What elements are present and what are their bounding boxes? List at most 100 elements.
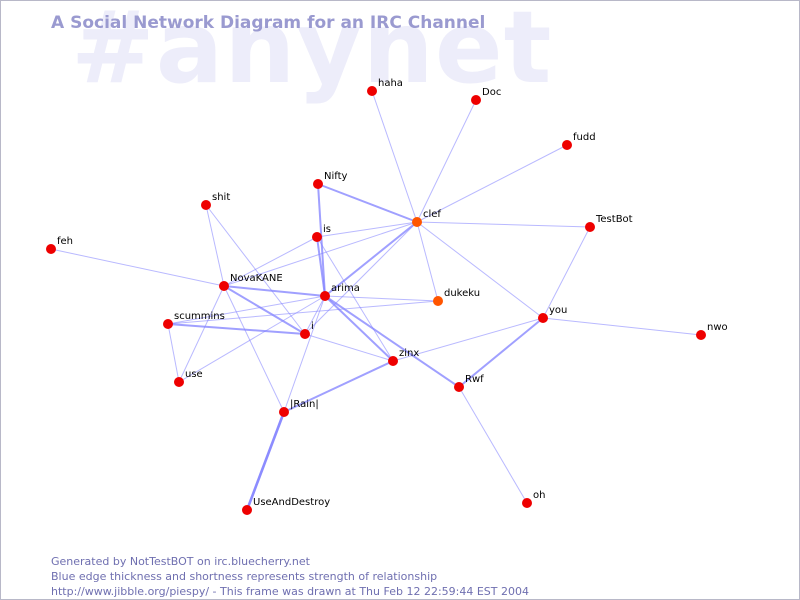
edge-is-clef [316, 221, 418, 238]
edge-scummins-i [167, 323, 306, 335]
node-dot [433, 296, 443, 306]
edge-arima-zinx [324, 295, 394, 362]
node-scummins: scummins [163, 311, 225, 329]
footer-generator-line: Generated by NotTestBOT on irc.bluecherr… [51, 555, 310, 568]
edge-is-zinx [316, 236, 394, 362]
footer: Generated by NotTestBOT on irc.bluecherr… [51, 554, 529, 599]
node-dukeku: dukeku [433, 288, 480, 306]
edge-feh-NovaKANE [50, 248, 225, 287]
node-dot [522, 498, 532, 508]
edge-clef-dukeku [416, 221, 439, 302]
node-label: |Rain| [290, 399, 319, 410]
node-dot [412, 217, 422, 227]
node-fudd: fudd [562, 132, 596, 150]
node-oh: oh [522, 490, 545, 508]
node-dot [388, 356, 398, 366]
node-label: feh [57, 236, 73, 247]
node-dot [219, 281, 229, 291]
edge-NovaKANE-arima [223, 285, 326, 297]
edge-clef-i [304, 221, 418, 335]
node-dot [562, 140, 572, 150]
channel-watermark: #anynet [71, 0, 553, 106]
node-label: fudd [573, 132, 596, 143]
edge-fudd-clef [416, 144, 568, 223]
node-dot [174, 377, 184, 387]
node-use: use [174, 369, 203, 387]
node-label: clef [423, 209, 441, 220]
node-Nifty: Nifty [313, 171, 348, 189]
node-dot [312, 232, 322, 242]
node-haha: haha [367, 78, 403, 96]
edge-TestBot-clef [416, 221, 591, 228]
node-clef: clef [412, 209, 441, 227]
edge-arima-dukeku [324, 295, 439, 302]
node-dot [538, 313, 548, 323]
edge-Doc-clef [416, 99, 477, 223]
node-you: you [538, 305, 567, 323]
edge-i-zinx [304, 333, 394, 362]
edge-zinx-you [392, 317, 544, 362]
edge-clef-NovaKANE [223, 221, 418, 287]
edge-you-nwo [542, 317, 702, 336]
edge-shit-i [205, 204, 306, 335]
node-label: dukeku [444, 288, 480, 299]
edge-clef-you [416, 221, 544, 319]
edge-is-arima [316, 236, 326, 297]
edge-arima-scummins [167, 295, 326, 325]
node-label: zinx [399, 348, 419, 359]
node-dot [471, 95, 481, 105]
edge-Rwf-oh [458, 386, 528, 504]
edge-arima-Rwf [324, 295, 460, 388]
edge-scummins-use [167, 323, 180, 383]
node-label: use [185, 369, 203, 380]
node-label: oh [533, 490, 545, 501]
node-label: Nifty [324, 171, 348, 182]
edge-Nifty-arima [317, 183, 326, 297]
node-label: Doc [482, 87, 501, 98]
node-dot [320, 291, 330, 301]
footer-url-line: http://www.jibble.org/piespy/ - This fra… [51, 585, 530, 598]
edge-Rain-UseAndDestroy [245, 411, 286, 511]
node-dot [46, 244, 56, 254]
node-nwo: nwo [696, 322, 728, 340]
node-label: TestBot [595, 214, 633, 225]
node-dot [367, 86, 377, 96]
node-dot [585, 222, 595, 232]
node-label: you [549, 305, 567, 316]
node-TestBot: TestBot [585, 214, 633, 232]
node-dot [696, 330, 706, 340]
node-dot [201, 200, 211, 210]
node-shit: shit [201, 192, 230, 210]
edge-haha-clef [371, 90, 418, 223]
node-label: arima [331, 283, 360, 294]
node-label: haha [378, 78, 403, 89]
edge-NovaKANE-use [178, 285, 225, 383]
node-arima: arima [320, 283, 360, 301]
node-label: nwo [707, 322, 728, 333]
node-Rain: |Rain| [279, 399, 319, 417]
edge-arima-use [178, 295, 326, 383]
node-dot [279, 407, 289, 417]
node-NovaKANE: NovaKANE [219, 273, 283, 291]
node-label: NovaKANE [230, 273, 283, 284]
node-feh: feh [46, 236, 73, 254]
node-zinx: zinx [388, 348, 419, 366]
node-label: Rwf [465, 374, 484, 385]
diagram-title: A Social Network Diagram for an IRC Chan… [51, 13, 486, 33]
node-label: is [323, 224, 331, 235]
node-dot [454, 382, 464, 392]
node-dot [300, 329, 310, 339]
node-Rwf: Rwf [454, 374, 484, 392]
edge-scummins-dukeku [167, 300, 439, 325]
edge-Nifty-clef [317, 183, 418, 223]
footer-legend-line: Blue edge thickness and shortness repres… [51, 570, 438, 583]
edge-is-NovaKANE [223, 236, 318, 287]
edge-arima-i [304, 295, 326, 335]
edge-clef-arima [324, 221, 418, 297]
edge-TestBot-you [542, 226, 591, 319]
edge-zinx-Rain [283, 360, 394, 413]
node-label: scummins [174, 311, 225, 322]
edge-you-Rwf [458, 317, 544, 388]
